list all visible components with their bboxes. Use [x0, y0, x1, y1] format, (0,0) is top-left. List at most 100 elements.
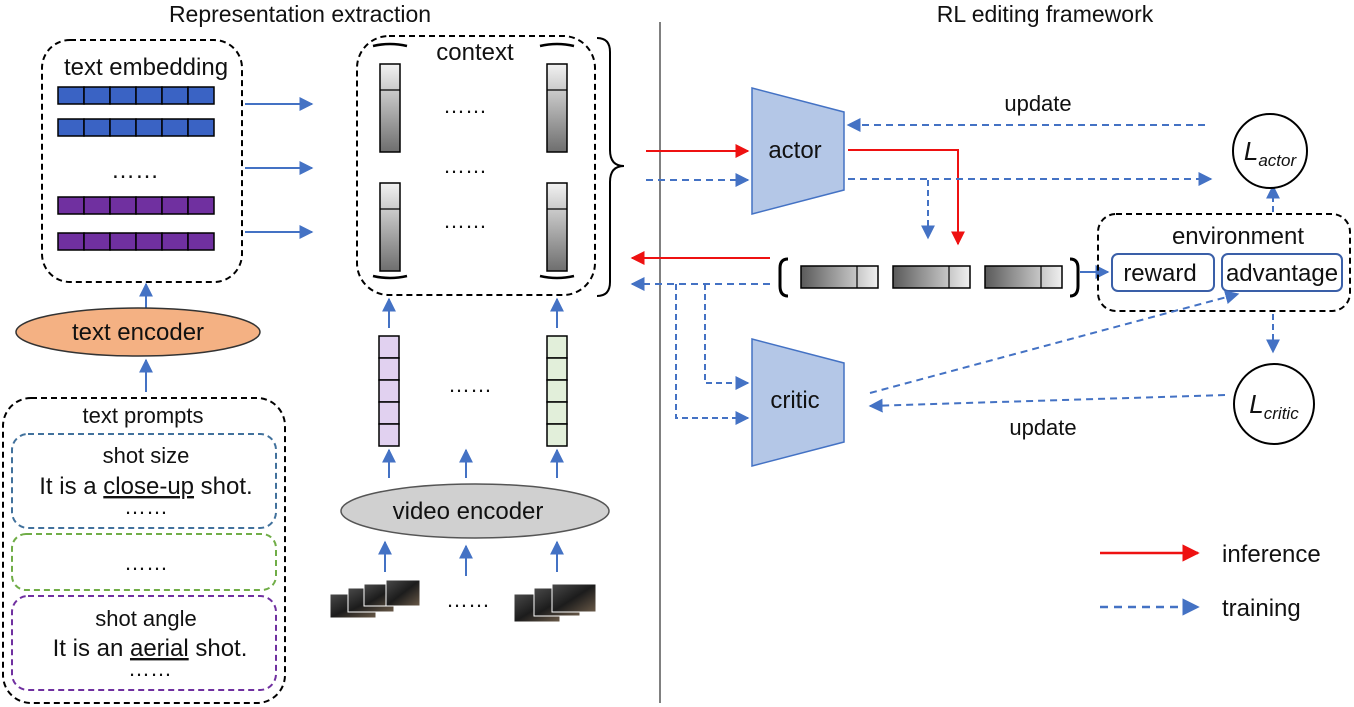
action-sequence	[778, 257, 1080, 298]
shot-angle-title: shot angle	[95, 606, 197, 631]
update-critic-arrow	[868, 394, 1226, 413]
loss-subscript: actor	[1258, 151, 1297, 170]
embedding-cell	[187, 196, 215, 215]
embedding-cell	[161, 232, 189, 251]
embedding-cell	[57, 196, 85, 215]
critic-loss-label: Lcritic	[1249, 389, 1299, 423]
video-encoder-label: video encoder	[393, 498, 544, 525]
legend-inference-label: inference	[1222, 541, 1321, 568]
context-column	[379, 182, 401, 272]
actor-loss-circle	[1232, 113, 1308, 189]
text-embedding-label: text embedding	[64, 54, 228, 81]
text-embedding-box	[41, 39, 243, 283]
context-ellipsis: ……	[443, 208, 487, 233]
shot-angle-sentence: It is an aerial shot.	[53, 635, 248, 662]
context-ellipsis: ……	[443, 153, 487, 178]
loss-subscript: critic	[1264, 404, 1299, 423]
critic-block	[751, 338, 845, 467]
shot-size-sentence: It is a close-up shot.	[39, 473, 252, 500]
update-critic-label: update	[1009, 415, 1076, 440]
video-feature-cell	[546, 401, 568, 425]
actor-loss-label: Lactor	[1244, 136, 1298, 170]
embedding-cell	[161, 196, 189, 215]
critic-loss-circle	[1233, 363, 1315, 445]
shot-size-prompt-box	[11, 433, 277, 529]
training-to-critic-arrow	[704, 284, 750, 390]
embedding-cell	[109, 196, 137, 215]
left-section-title: Representation extraction	[169, 1, 431, 27]
embedding-cell	[187, 118, 215, 137]
shot-angle-ellipsis: ……	[128, 656, 172, 681]
action-bracket-right	[1069, 257, 1080, 298]
video-feature-cell	[546, 335, 568, 359]
loss-symbol: L	[1244, 136, 1258, 166]
text-encoder-label: text encoder	[72, 319, 204, 346]
action-token	[892, 265, 971, 289]
sentence-end: shot.	[189, 635, 248, 662]
update-actor-label: update	[1004, 91, 1071, 116]
video-frame	[385, 579, 421, 607]
embedding-cell	[57, 232, 85, 251]
action-bracket-left	[778, 257, 789, 298]
video-feature-column-green	[546, 335, 568, 447]
embedding-cell	[83, 232, 111, 251]
right-section-title: RL editing framework	[937, 1, 1154, 27]
training-to-critic-arrow	[675, 284, 750, 425]
embedding-cell	[187, 232, 215, 251]
video-frame	[551, 583, 597, 613]
video-feature-column-purple	[378, 335, 400, 447]
critic-label: critic	[770, 387, 819, 414]
environment-label: environment	[1172, 223, 1304, 250]
context-ellipsis: ……	[443, 93, 487, 118]
text-embedding-ellipsis: ……	[111, 157, 159, 184]
advantage-box	[1221, 253, 1343, 292]
reward-label: reward	[1123, 260, 1196, 287]
action-token	[984, 265, 1063, 289]
embedding-cell	[187, 86, 215, 105]
actor-label: actor	[768, 137, 821, 164]
video-feature-cell	[378, 423, 400, 447]
video-feature-cell	[546, 423, 568, 447]
context-curly-brace	[596, 37, 625, 297]
embedding-cell	[109, 86, 137, 105]
text-prompts-label: text prompts	[82, 403, 203, 428]
sentence-end: shot.	[194, 473, 253, 500]
video-encoder	[340, 483, 610, 539]
shot-angle-keyword: aerial	[130, 635, 189, 662]
context-box	[356, 35, 596, 296]
text-encoder	[15, 307, 261, 357]
embedding-cell	[135, 118, 163, 137]
critic-to-advantage-arrow	[869, 290, 1240, 394]
video-feature-cell	[378, 401, 400, 425]
embedding-cell	[109, 232, 137, 251]
context-bracket-right-top	[539, 42, 575, 48]
environment-box	[1097, 213, 1351, 312]
action-token	[800, 265, 879, 289]
embedding-cell	[135, 86, 163, 105]
sentence-start: It is a	[39, 473, 103, 500]
text-embedding-rows	[57, 86, 215, 251]
context-column	[546, 182, 568, 272]
context-bracket-right-bottom	[539, 274, 575, 280]
advantage-label: advantage	[1226, 260, 1338, 287]
loss-symbol: L	[1249, 389, 1263, 419]
video-feature-cell	[546, 357, 568, 381]
inference-actor-to-actions-arrow	[848, 149, 965, 246]
text-prompts-box	[2, 397, 286, 704]
embedding-cell	[161, 86, 189, 105]
shot-size-keyword: close-up	[103, 473, 194, 500]
context-bracket-left-bottom	[372, 274, 408, 280]
legend-training-label: training	[1222, 595, 1301, 622]
reward-box	[1111, 253, 1215, 292]
middle-prompt-box	[11, 533, 277, 591]
shot-size-ellipsis: ……	[124, 494, 168, 519]
embedding-cell	[83, 196, 111, 215]
embedding-cell	[57, 118, 85, 137]
video-feature-cell	[378, 357, 400, 381]
context-column	[546, 63, 568, 153]
embedding-cell	[83, 118, 111, 137]
context-column	[379, 63, 401, 153]
shot-size-title: shot size	[103, 443, 190, 468]
embedding-cell	[83, 86, 111, 105]
